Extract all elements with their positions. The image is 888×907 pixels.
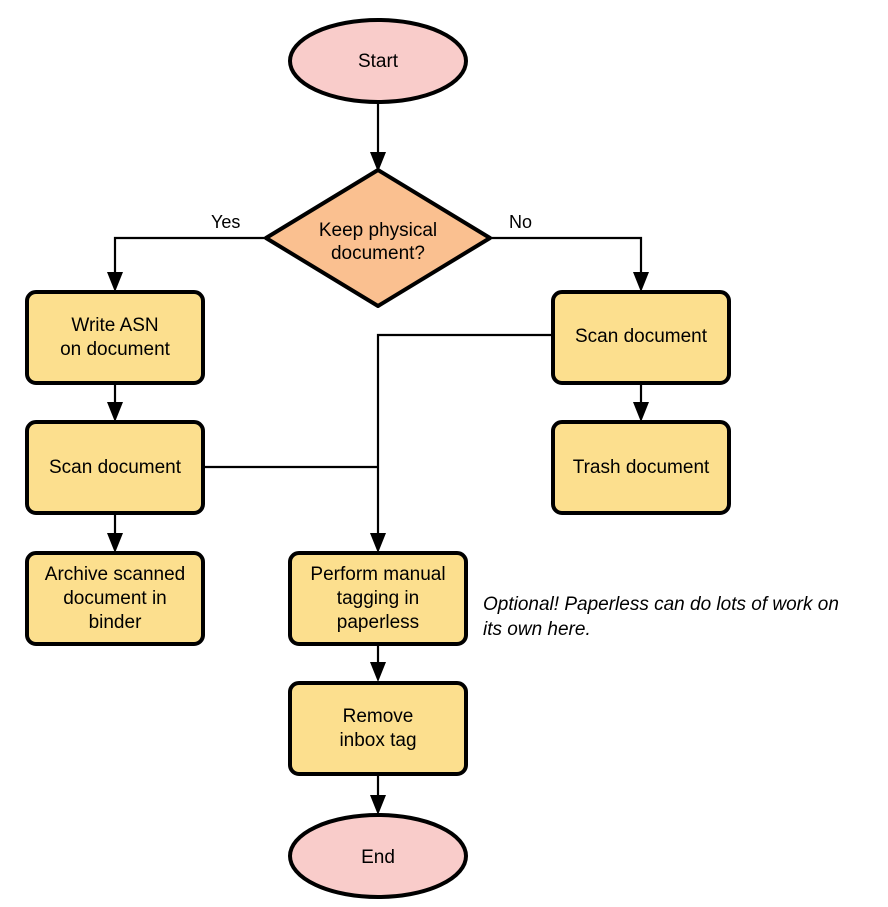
end-label: End <box>361 847 395 868</box>
node-scan-document-left[interactable]: Scan document <box>25 420 205 515</box>
archive-label-line2: document in <box>63 588 167 609</box>
scan-document-left-box[interactable] <box>25 420 205 515</box>
end-ellipse[interactable] <box>288 813 468 899</box>
edge-scan-right-to-tagging <box>370 333 552 553</box>
trash-document-box[interactable] <box>551 420 731 515</box>
edge-decision-no-to-scan-right <box>490 236 649 292</box>
remove-inbox-label-line2: inbox tag <box>339 730 416 751</box>
decision-label-line2: document? <box>331 243 425 264</box>
edge-start-to-decision <box>370 103 386 172</box>
scan-document-right-box[interactable] <box>551 290 731 385</box>
edge-tagging-to-remove-inbox <box>370 645 386 682</box>
node-write-asn-on-document[interactable]: Write ASN on document <box>25 290 205 385</box>
remove-inbox-label-line1: Remove <box>343 706 414 727</box>
archive-label-line1: Archive scanned <box>45 564 185 585</box>
write-asn-box[interactable] <box>25 290 205 385</box>
node-trash-document[interactable]: Trash document <box>551 420 731 515</box>
annotation-line1: Optional! Paperless can do lots of work … <box>483 594 839 615</box>
node-end[interactable]: End <box>288 813 468 899</box>
trash-document-label: Trash document <box>573 457 710 478</box>
archive-box[interactable] <box>25 551 205 646</box>
edge-decision-yes-to-write-asn <box>107 236 266 292</box>
edge-write-asn-to-scan-left <box>107 384 123 422</box>
tagging-box[interactable] <box>288 551 468 646</box>
decision-diamond[interactable] <box>264 168 492 308</box>
edge-scan-left-to-archive <box>107 514 123 553</box>
node-perform-manual-tagging[interactable]: Perform manual tagging in paperless <box>288 551 468 646</box>
edge-scan-right-to-trash <box>633 384 649 422</box>
node-start[interactable]: Start <box>288 18 468 104</box>
write-asn-label-line2: on document <box>60 339 171 360</box>
tagging-label-line3: paperless <box>337 612 419 633</box>
decision-label-line1: Keep physical <box>319 220 437 241</box>
node-scan-document-right[interactable]: Scan document <box>551 290 731 385</box>
archive-label-line3: binder <box>89 612 142 633</box>
node-decision-keep-physical-document[interactable]: Keep physical document? <box>264 168 492 308</box>
start-ellipse[interactable] <box>288 18 468 104</box>
scan-document-right-label: Scan document <box>575 326 708 347</box>
node-remove-inbox-tag[interactable]: Remove inbox tag <box>288 681 468 776</box>
remove-inbox-box[interactable] <box>288 681 468 776</box>
edge-label-no: No <box>509 212 532 232</box>
node-archive-scanned-document[interactable]: Archive scanned document in binder <box>25 551 205 646</box>
annotation-note: Optional! Paperless can do lots of work … <box>483 594 839 640</box>
tagging-label-line1: Perform manual <box>310 564 445 585</box>
scan-document-left-label: Scan document <box>49 457 182 478</box>
annotation-line2: its own here. <box>483 619 591 640</box>
start-label: Start <box>358 51 399 72</box>
edge-label-yes: Yes <box>211 212 240 232</box>
write-asn-label-line1: Write ASN <box>71 315 158 336</box>
tagging-label-line2: tagging in <box>337 588 419 609</box>
edge-remove-inbox-to-end <box>370 774 386 815</box>
